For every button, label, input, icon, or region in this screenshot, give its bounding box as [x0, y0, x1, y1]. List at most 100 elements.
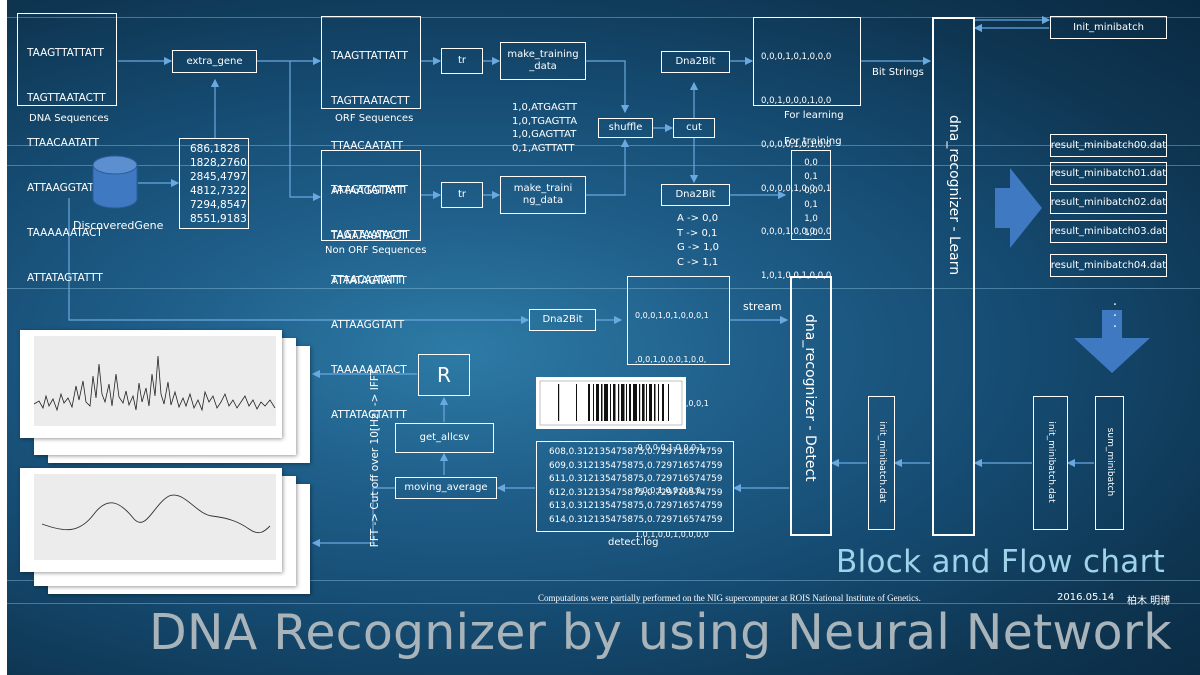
gene-position: 686,1828 — [190, 143, 241, 155]
learning-bits-box: 0,0,0,1,0,1,0,0,0 0,0,1,0,0,0,1,0,0 0,0,… — [753, 17, 861, 281]
sequence-line: TTAACAATATT — [331, 274, 404, 286]
guide-line — [7, 603, 1200, 604]
sequence-line: ATTATAGTATTT — [331, 409, 407, 421]
make-training-data-node-non-orf: make_traini ng_data — [500, 176, 586, 214]
gene-position: 7294,8547 — [190, 199, 247, 211]
fft-label: FFT -> Cut off over 10[Hz] -> IFFT — [369, 368, 381, 548]
raw-signal-line — [33, 355, 276, 412]
gene-position: 8551,9183 — [190, 213, 247, 225]
dna2bit-node-stream: Dna2Bit — [529, 309, 596, 331]
bit-row: 0,1 — [804, 200, 818, 210]
for-training-label: For training — [784, 136, 842, 147]
learn-node: dna_recognizer - Learn — [932, 17, 975, 536]
flow-connectors — [68, 15, 1150, 548]
main-title: DNA Recognizer by using Neural Network — [149, 604, 1172, 661]
encoding-table: A -> 0,0 T -> 0,1 G -> 1,0 C -> 1,1 — [677, 212, 719, 270]
stream-bits-box: 0,0,0,1,0,1,0,0,0,1 ,0,0,1,0,0,0,1,0,0, … — [627, 276, 730, 539]
sequence-line: TTAACAATATT — [27, 137, 100, 149]
guide-line — [7, 145, 1200, 146]
bit-row: 0,0,0,0,1,0,0,0,1 — [761, 183, 832, 194]
log-line: 608,0.312135475875,0.729716574759 — [549, 447, 723, 457]
detect-node: dna_recognizer - Detect — [790, 276, 832, 536]
init-minibatch-node: Init_minibatch — [1050, 16, 1167, 39]
log-line: 609,0.312135475875,0.729716574759 — [549, 460, 723, 471]
non-orf-sequences-box: TAAGTTATTATT TAGTTAATACTT TTAACAATATT AT… — [321, 150, 421, 421]
sequence-line: ATTATAGTATTT — [27, 272, 103, 284]
sequence-line: TAGTTAATACTT — [27, 92, 106, 104]
raw-plot-front — [20, 330, 282, 438]
result-file: result_minibatch02.dat — [1050, 191, 1167, 214]
sum-minibatch-node: sum_minibatch — [1095, 396, 1124, 530]
tr-node-non-orf: tr — [441, 182, 483, 208]
orf-sequences-box: TAAGTTATTATT TAGTTAATACTT TTAACAATATT AT… — [321, 16, 421, 287]
for-learning-label: For learning — [784, 110, 844, 121]
bit-row: 1,0 — [804, 214, 818, 224]
gene-position: 4812,7322 — [190, 185, 247, 197]
cut-node: cut — [673, 118, 715, 138]
bit-row: 0,0,0,1,0,0,0,0,0 — [761, 227, 832, 238]
slide: TAAGTTATTATT TAGTTAATACTT TTAACAATATT AT… — [7, 0, 1200, 675]
sequence-line: TAAGTTATTATT — [331, 184, 408, 196]
sequence-line: ATTATAGTATTT — [331, 275, 407, 287]
stream-label: stream — [743, 300, 782, 313]
init-minibatch-dat-right-label: init_minibatch.dat — [1046, 421, 1056, 503]
bit-row: 0,0,0,1,0,1,0,0,0 — [761, 52, 832, 63]
detect-log-label: detect.log — [608, 537, 659, 548]
training-sample: 1,0,ATGAGTT — [512, 102, 578, 113]
bit-row: 0,0,0,1,0,1,0,0,0,1 — [635, 311, 709, 321]
gene-position: 2845,4797 — [190, 171, 247, 183]
encoding-rule: C -> 1,1 — [677, 256, 719, 268]
dna2bit-node-learning: Dna2Bit — [661, 51, 730, 73]
bit-row: 0,0 — [804, 158, 818, 168]
orf-sequences-label: ORF Sequences — [335, 113, 414, 124]
sequence-line: ATTAAGGTATT — [27, 182, 101, 194]
bit-row: 0,1 — [804, 172, 818, 182]
detect-log-box: 608,0.312135475875,0.729716574759 609,0.… — [536, 441, 734, 532]
right-block-arrow — [995, 168, 1042, 248]
shuffle-node: shuffle — [598, 118, 653, 138]
database-icon — [92, 155, 138, 209]
barcode-image — [536, 377, 686, 429]
learn-node-label: dna_recognizer - Learn — [946, 115, 962, 276]
bit-row: 0,0,0,0,1,0,1,0,0 — [761, 139, 832, 150]
encoding-rule: G -> 1,0 — [677, 242, 719, 253]
result-file: result_minibatch01.dat — [1050, 162, 1167, 185]
footer-note: Computations were partially performed on… — [538, 593, 921, 603]
bit-row: 0,0 — [804, 186, 818, 196]
init-minibatch-dat-right: init_minibatch.dat — [1033, 396, 1068, 530]
bit-strings-label: Bit Strings — [872, 67, 924, 78]
get-allcsv-node: get_allcsv — [395, 423, 494, 453]
detect-node-label: dna_recognizer - Detect — [802, 314, 818, 482]
guide-line — [7, 288, 1200, 289]
discovered-gene-label: DiscoveredGene — [73, 219, 164, 232]
sequence-line: TAGTTAATACTT — [331, 229, 410, 241]
guide-line — [7, 17, 1200, 18]
gene-position: 1828,2760 — [190, 157, 247, 169]
guide-line — [7, 580, 1200, 581]
extra-gene-node: extra_gene — [172, 50, 257, 73]
smooth-plot-front — [20, 468, 282, 572]
ellipsis-label: · · · — [1112, 298, 1118, 335]
training-samples: 1,0,ATGAGTT 1,0,TGAGTTA 1,0,GAGTTAT 0,1,… — [512, 101, 577, 155]
bit-row: ,0,0,1,0,0,0,1,0,0, — [635, 354, 707, 364]
result-file: result_minibatch04.dat — [1050, 254, 1167, 277]
sum-minibatch-label: sum_minibatch — [1105, 427, 1115, 497]
subtitle: Block and Flow chart — [836, 544, 1166, 580]
bit-row: 1,0 — [804, 228, 818, 238]
log-line: 613,0.312135475875,0.729716574759 — [549, 501, 723, 512]
footer-author: 柏木 明博 — [1127, 596, 1171, 607]
non-orf-sequences-label: Non ORF Sequences — [325, 245, 427, 256]
sequence-line: TAGTTAATACTT — [331, 95, 410, 107]
encoding-rule: A -> 0,0 — [677, 213, 719, 224]
sequence-line: ATTAAGGTATT — [331, 319, 405, 331]
sequence-line: TAAAAAATACT — [27, 227, 103, 239]
guide-line — [7, 165, 1200, 166]
bit-row: 0,0,1,0,0,0,1,0,0 — [761, 95, 832, 106]
dna2bit-node-training: Dna2Bit — [661, 184, 730, 206]
training-sample: 0,1,AGTTATT — [512, 142, 575, 154]
training-bits-box: 0,0 0,1 0,0 0,1 1,0 1,0 — [791, 150, 831, 240]
bit-row: 0,0,0,1,0,0,0,0,0, — [635, 486, 704, 496]
log-line: 611,0.312135475875,0.729716574759 — [549, 474, 723, 485]
gene-positions-box: 686,1828 1828,2760 2845,4797 4812,7322 7… — [179, 138, 249, 229]
down-block-arrow — [1074, 310, 1150, 373]
